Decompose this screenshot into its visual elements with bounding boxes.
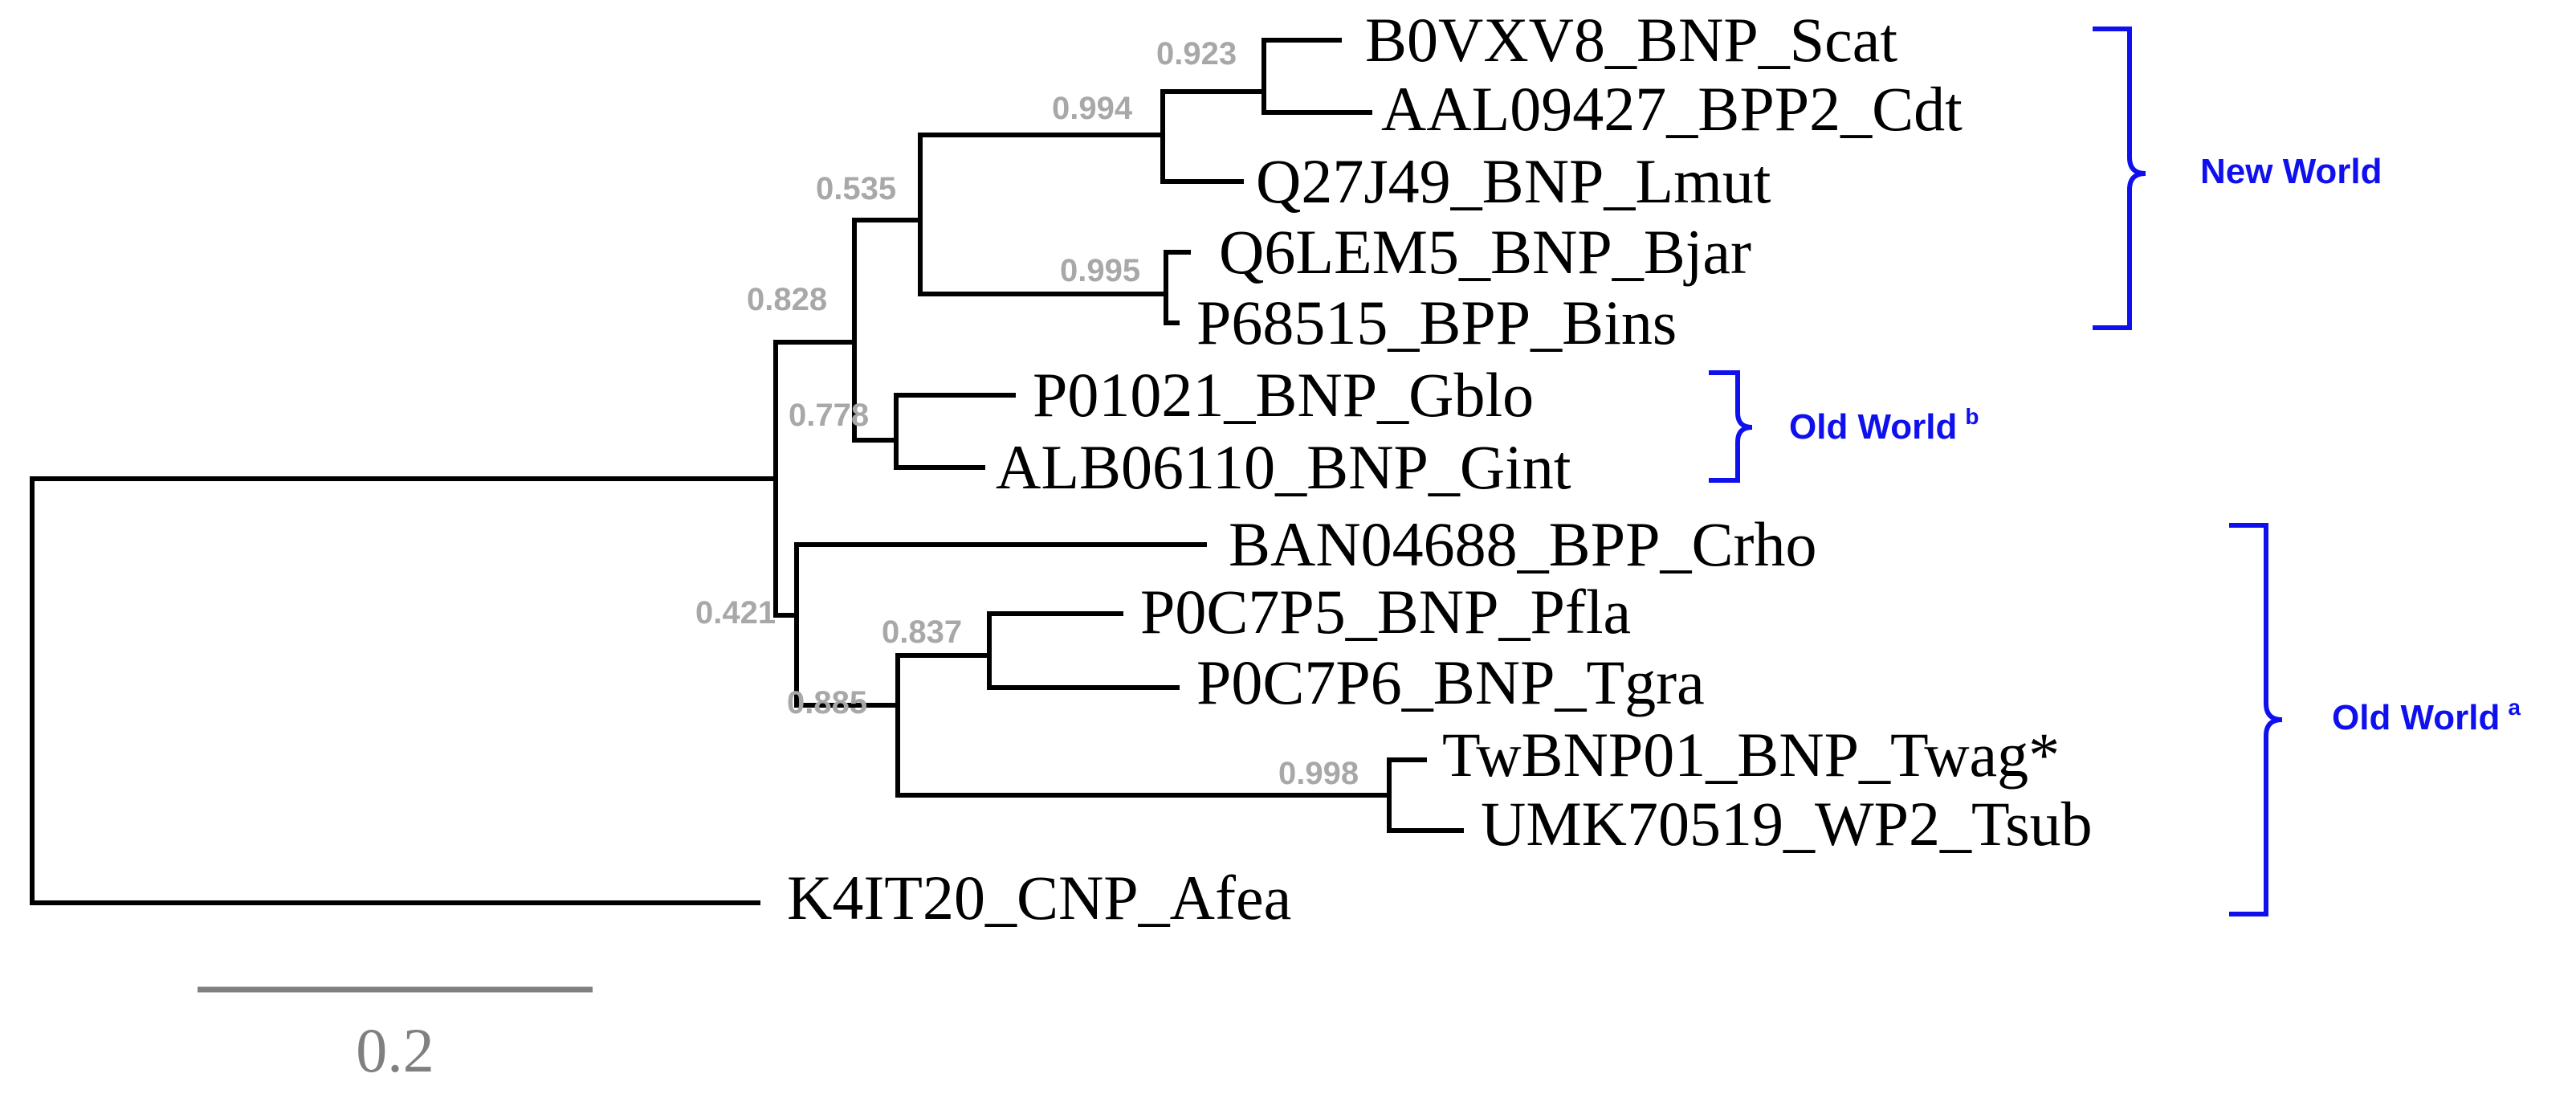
leaf-label: B0VXV8_BNP_Scat [1365, 5, 1897, 75]
leaf-label: P0C7P6_BNP_Tgra [1196, 647, 1705, 717]
leaf-label: P68515_BPP_Bins [1196, 288, 1677, 357]
leaf-label: P0C7P5_BNP_Pfla [1140, 577, 1631, 647]
tree-branches [30, 38, 1464, 905]
branch-node-0421 [773, 542, 1207, 708]
leaf-label: BAN04688_BPP_Crho [1229, 509, 1816, 579]
support-value: 0.998 [1278, 756, 1359, 791]
support-value: 0.828 [747, 282, 827, 317]
branch-node-0923 [1160, 38, 1372, 115]
branch-node-0837 [895, 611, 1180, 690]
branch-node-0828 [773, 218, 857, 443]
bracket-old-world-b [1709, 370, 1753, 483]
scale-bar-label: 0.2 [356, 1015, 434, 1085]
branch-node-0885 [794, 653, 900, 798]
leaf-label: Q27J49_BNP_Lmut [1256, 146, 1771, 216]
scale-bar: 0.2 [198, 986, 593, 1085]
support-value: 0.535 [816, 171, 896, 206]
support-value: 0.885 [787, 685, 867, 720]
support-value: 0.923 [1156, 36, 1237, 71]
leaf-label: ALB06110_BNP_Gint [996, 432, 1571, 502]
support-value: 0.995 [1060, 253, 1140, 288]
branch-node-0778 [852, 393, 1016, 470]
support-value: 0.837 [882, 614, 962, 650]
leaf-label: UMK70519_WP2_Tsub [1481, 789, 2093, 859]
leaf-label: P01021_BNP_Gblo [1033, 360, 1534, 430]
support-value: 0.421 [695, 595, 776, 631]
leaf-labels: B0VXV8_BNP_Scat AAL09427_BPP2_Cdt Q27J49… [787, 5, 2093, 933]
bracket-new-world [2093, 27, 2146, 330]
support-value: 0.778 [789, 398, 869, 433]
leaf-label: K4IT20_CNP_Afea [787, 863, 1291, 933]
branch-node-0535 [852, 133, 923, 296]
branch-node-0994 [918, 89, 1244, 184]
leaf-label: AAL09427_BPP2_Cdt [1381, 74, 1963, 144]
support-value: 0.994 [1052, 91, 1133, 126]
leaf-label: Q6LEM5_BNP_Bjar [1219, 217, 1751, 287]
branch-node-0995 [918, 250, 1191, 325]
branch-root-outgroup [30, 476, 760, 905]
support-values: 0.923 0.994 0.535 0.995 0.828 0.778 0.42… [695, 36, 1359, 791]
group-label-new-world: New World [2200, 152, 2382, 191]
leaf-label: TwBNP01_BNP_Twag* [1442, 720, 2060, 790]
bracket-old-world-a [2229, 523, 2283, 916]
branch-node-0998 [895, 757, 1464, 833]
